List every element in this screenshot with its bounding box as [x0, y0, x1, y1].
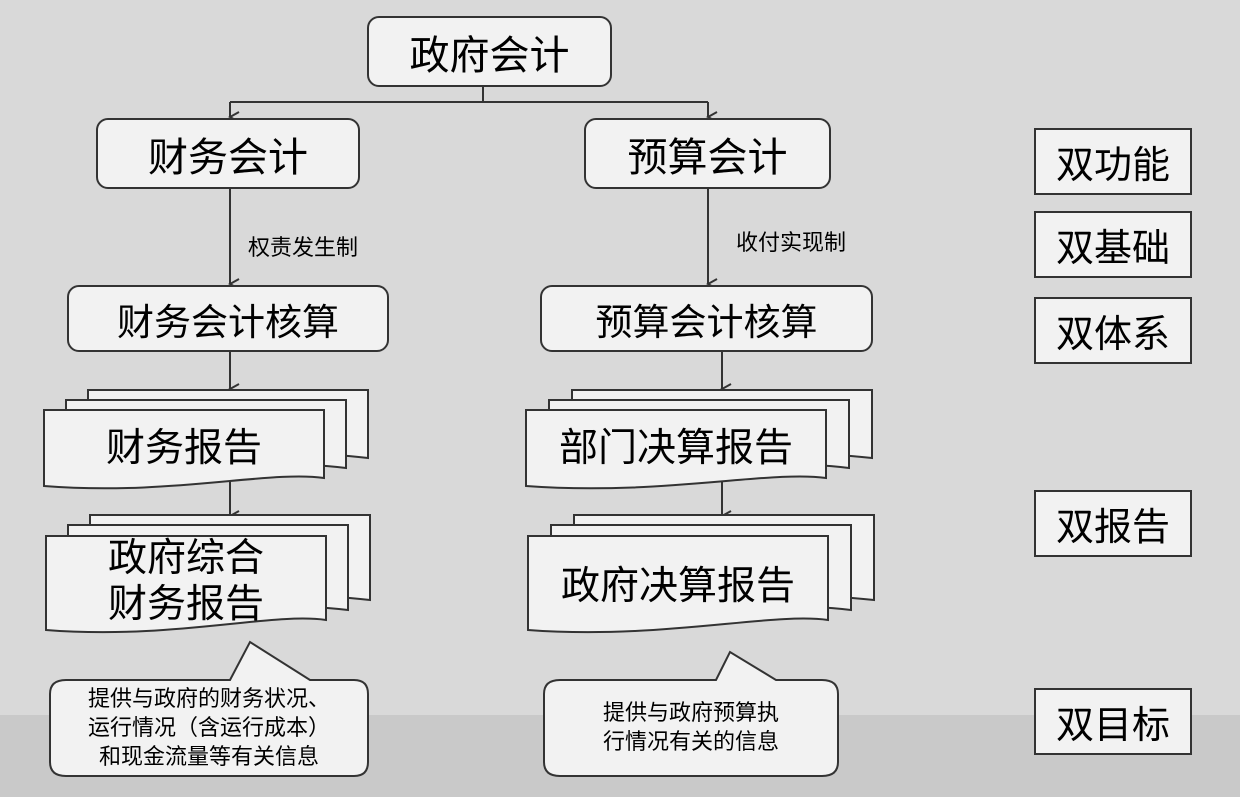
doc-shape-dept-final-report: [525, 389, 873, 490]
tag-dual-basis: 双基础: [1034, 211, 1192, 278]
tag-dual-report: 双报告: [1034, 490, 1192, 557]
label-cash-basis: 收付实现制: [736, 231, 847, 256]
tag-dual-function: 双功能: [1034, 128, 1192, 195]
doc-shape-financial-report: [43, 389, 369, 490]
doc-gov-financial-report-line2: 财务报告: [107, 582, 264, 627]
callout-shape-budget-goal: [543, 650, 839, 777]
doc-gov-financial-report-line1: 政府综合: [107, 536, 264, 581]
doc-shape-gov-final-report: [527, 514, 875, 634]
root-connector: [230, 86, 708, 117]
doc-gov-financial-report: 政府综合 财务报告: [46, 536, 326, 628]
doc-shape-gov-financial-report: [45, 514, 371, 634]
doc-gov-final-report: 政府决算报告: [560, 564, 795, 609]
root-node-gov-accounting: 政府会计: [367, 16, 612, 87]
node-budget-accounting-calc: 预算会计核算: [540, 285, 873, 352]
callout-budget-goal-line1: 提供与政府预算执: [602, 701, 779, 726]
callout-financial-goal-line2: 运行情况（含运行成本）: [87, 715, 330, 741]
callout-budget-goal: 提供与政府预算执 行情况有关的信息: [544, 680, 838, 776]
flow-arrows: [230, 189, 722, 516]
node-budget-accounting: 预算会计: [584, 118, 831, 189]
label-accrual-basis: 权责发生制: [248, 236, 359, 261]
tag-dual-system: 双体系: [1034, 297, 1192, 364]
node-financial-accounting-calc: 财务会计核算: [67, 285, 389, 352]
node-financial-accounting: 财务会计: [96, 118, 360, 189]
callout-financial-goal-line3: 和现金流量等有关信息: [98, 744, 319, 770]
callout-budget-goal-line2: 行情况有关的信息: [602, 730, 779, 755]
callout-financial-goal-line1: 提供与政府的财务状况、: [87, 686, 330, 712]
doc-financial-report: 财务报告: [105, 426, 262, 471]
tag-dual-goal: 双目标: [1034, 688, 1192, 755]
callout-financial-goal: 提供与政府的财务状况、 运行情况（含运行成本） 和现金流量等有关信息: [50, 680, 368, 776]
doc-dept-final-report: 部门决算报告: [558, 426, 793, 471]
callout-shape-financial-goal: [49, 640, 369, 777]
